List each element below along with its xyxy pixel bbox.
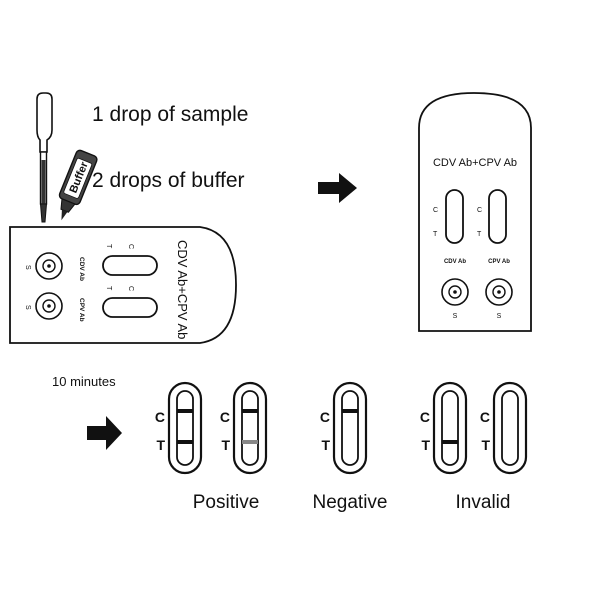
result-window-cpv-h [102,297,158,318]
result-positive-2-control-line [242,409,258,413]
result-invalid-2-test-mark: T [481,437,490,453]
result-positive-2-test-line [242,440,258,444]
wait-time-text: 10 minutes [52,374,116,389]
sample-well-cpv [35,292,63,320]
sample-step-text: 1 drop of sample [92,103,248,126]
sample-mark-cpv-v: S [497,313,502,320]
result-invalid-1-test-line [442,440,458,444]
sample-mark-cdv-h: S [24,265,31,270]
sample-well-cdv [35,252,63,280]
buffer-bottle-icon: Buffer [58,149,98,221]
result-negative-1-test-mark: T [321,437,330,453]
result-label-invalid: Invalid [456,492,511,513]
control-mark-cpv-h: C [127,286,134,291]
strip-label-cpv-v: CPV Ab [488,259,510,265]
pipette-icon [36,92,53,223]
result-invalid-1-test-mark: T [421,437,430,453]
test-mark-cdv-h: T [105,244,112,249]
result-positive-1-test-line [177,440,193,444]
result-window-cpv-v [488,189,507,244]
cassette-title-h: CDV Ab+CPV Ab [175,240,190,339]
result-window-cdv-h [102,255,158,276]
arrow-right-icon-results [87,416,122,450]
result-label-positive: Positive [193,492,260,513]
result-positive-2-window [241,390,259,466]
result-positive-2-test-mark: T [221,437,230,453]
control-mark-cdv-h: C [127,244,134,249]
strip-label-cdv-h: CDV Ab [78,257,85,281]
arrow-right-icon [318,173,357,203]
result-positive-1-test-mark: T [156,437,165,453]
result-invalid-2-window [501,390,519,466]
result-negative-1-control-line [342,409,358,413]
result-positive-1-window [176,390,194,466]
cassette-vertical: CDV Ab+CPV Ab C T C T CDV Ab CPV Ab S S [418,92,532,332]
result-invalid-1-window [441,390,459,466]
strip-label-cdv-v: CDV Ab [444,259,466,265]
result-window-cdv-v [445,189,464,244]
result-invalid-2-control-mark: C [480,409,490,425]
control-mark-cdv-v: C [433,207,438,214]
test-mark-cdv-v: T [433,231,438,238]
sample-well-cdv-v [441,278,469,306]
result-positive-1-control-line [177,409,193,413]
result-positive-1-control-mark: C [155,409,165,425]
cassette-horizontal: S S CDV Ab CPV Ab T C T C CDV Ab+CPV Ab [9,226,237,344]
sample-well-cpv-v [485,278,513,306]
result-label-negative: Negative [313,492,388,513]
cassette-title-v: CDV Ab+CPV Ab [433,157,517,169]
buffer-step-text: 2 drops of buffer [92,169,245,192]
result-negative-1-control-mark: C [320,409,330,425]
sample-mark-cdv-v: S [453,313,458,320]
result-negative-1-window [341,390,359,466]
test-mark-cpv-v: T [477,231,482,238]
sample-mark-cpv-h: S [24,305,31,310]
test-mark-cpv-h: T [105,286,112,291]
strip-label-cpv-h: CPV Ab [78,298,85,322]
result-positive-2-control-mark: C [220,409,230,425]
result-invalid-1-control-mark: C [420,409,430,425]
control-mark-cpv-v: C [477,207,482,214]
